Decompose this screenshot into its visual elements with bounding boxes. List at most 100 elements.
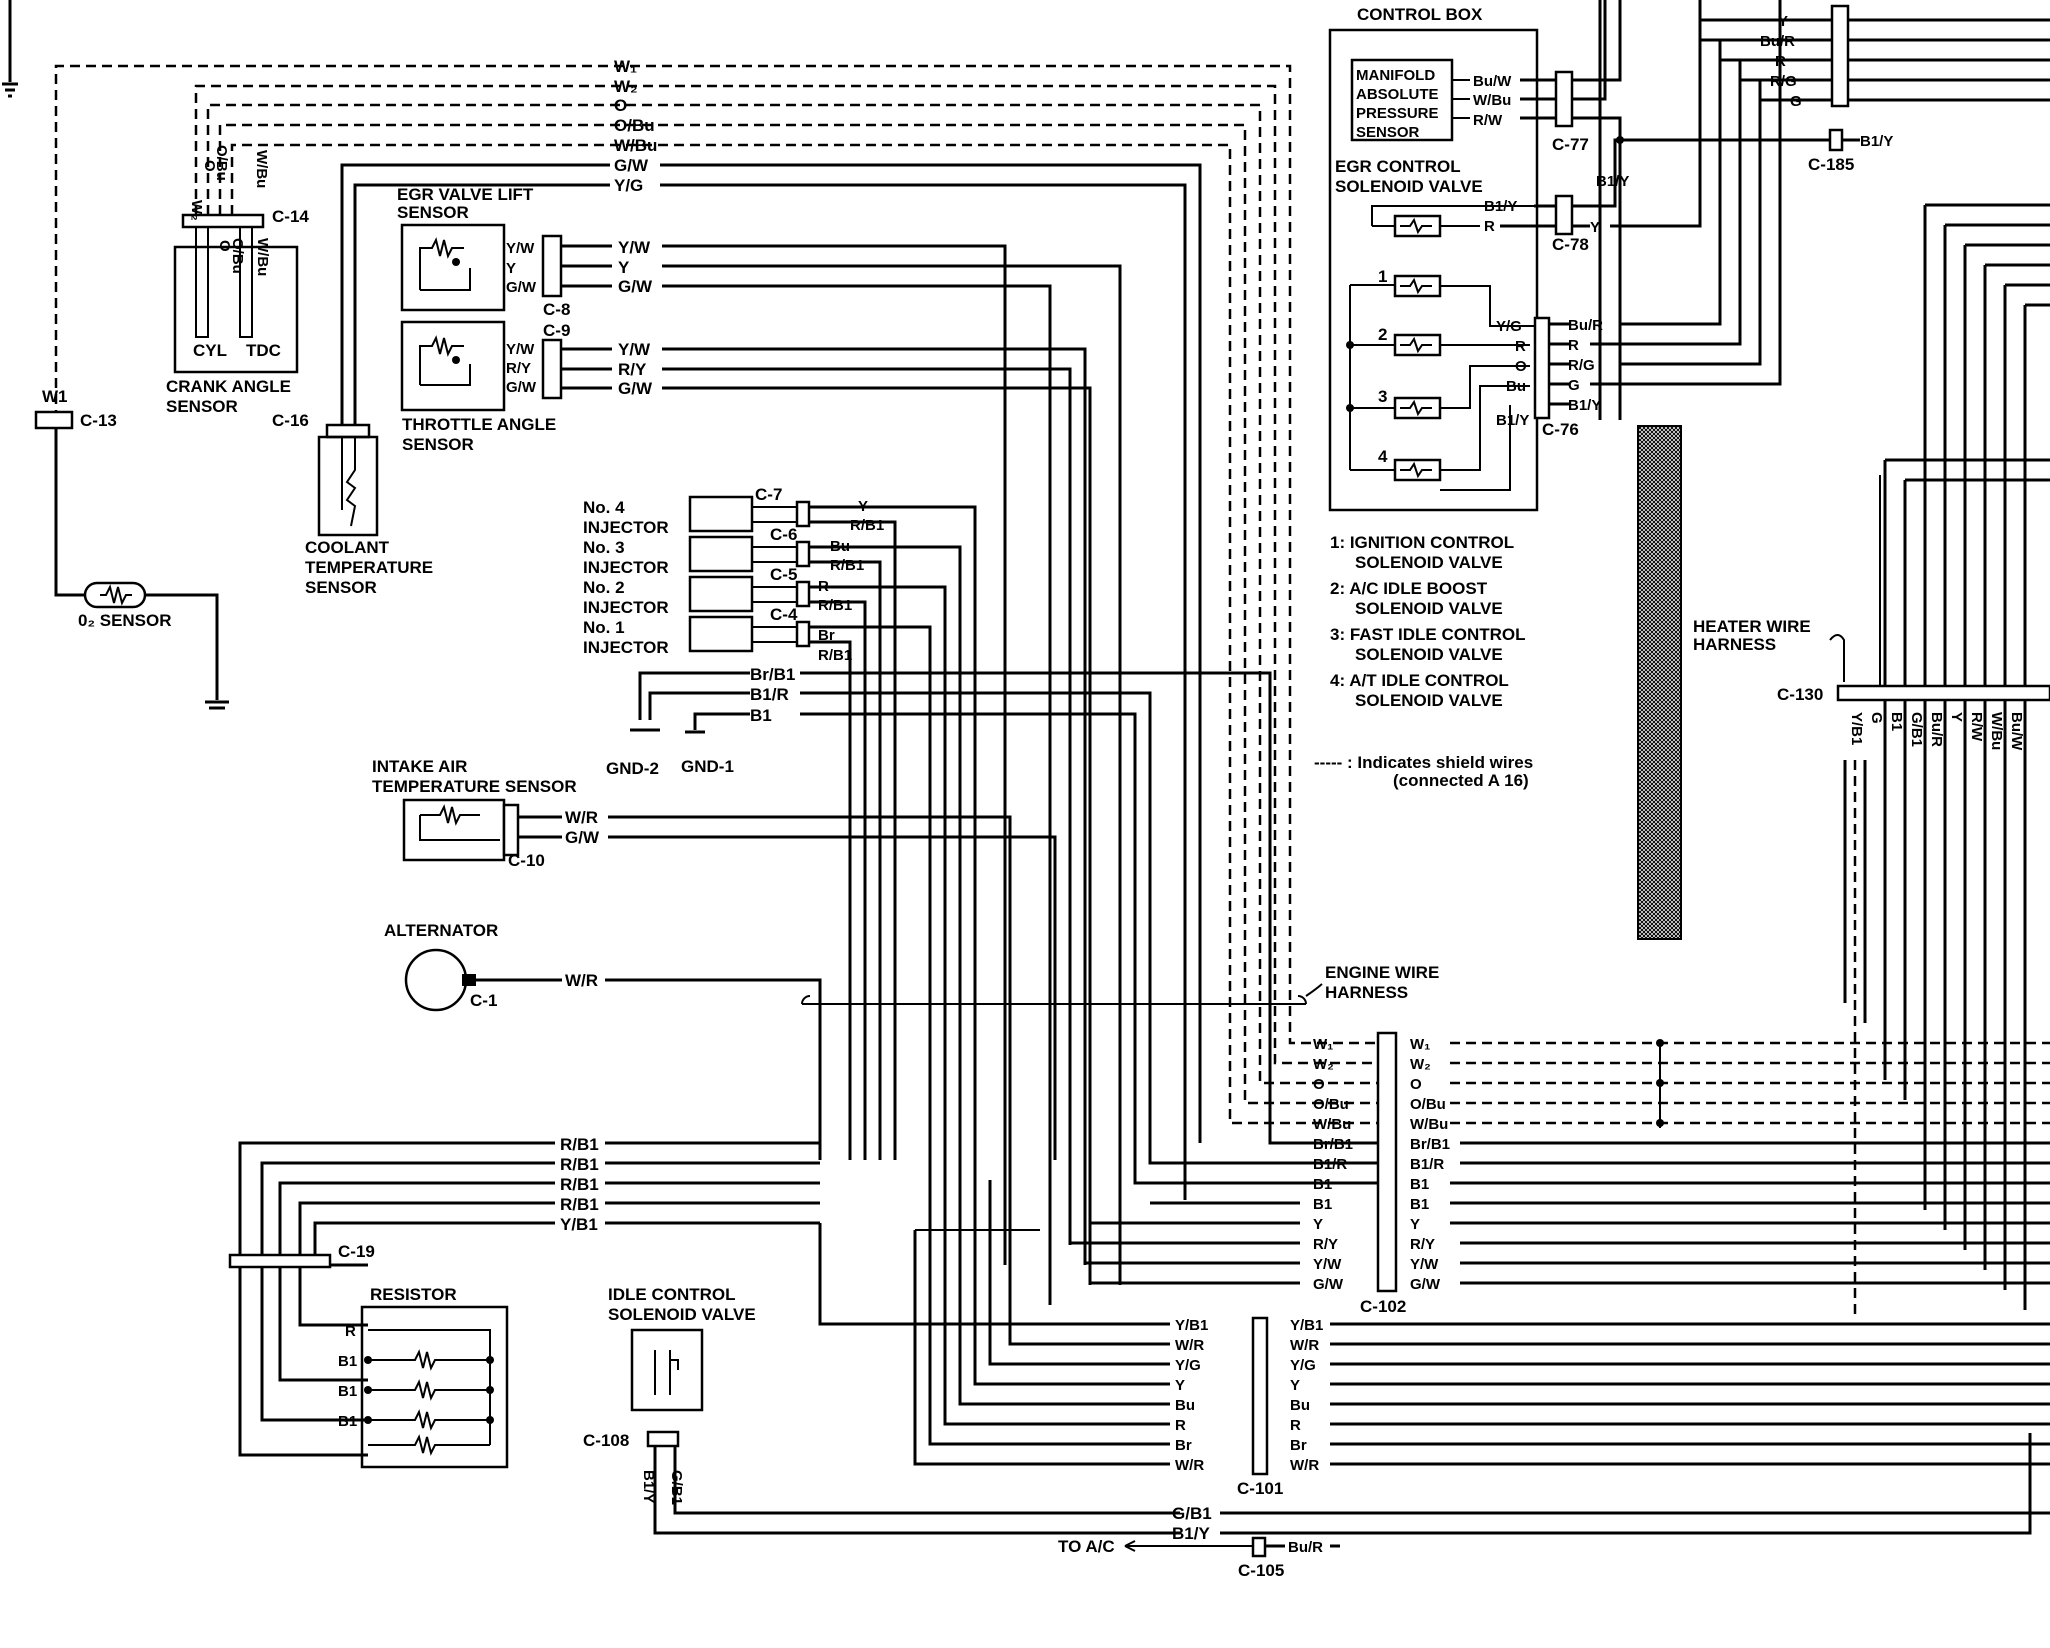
- crank-angle-sensor: W₂ O O/Bu W/Bu C-14 O O/Bu W/Bu CYL TDC …: [166, 145, 309, 416]
- svg-text:EGR VALVE LIFT: EGR VALVE LIFT: [397, 185, 534, 204]
- svg-text:G: G: [1568, 377, 1580, 394]
- svg-text:Y/B1: Y/B1: [1290, 1317, 1323, 1334]
- svg-text:R: R: [1290, 1417, 1301, 1434]
- svg-text:W/Bu: W/Bu: [254, 238, 271, 276]
- svg-text:Y: Y: [1948, 712, 1965, 722]
- connector-c4: [795, 620, 811, 648]
- svg-text:Y: Y: [1290, 1377, 1300, 1394]
- svg-text:Y: Y: [1778, 13, 1788, 30]
- wire-label-w2: W₂: [614, 77, 638, 96]
- svg-text:No. 3: No. 3: [583, 538, 625, 557]
- svg-text:C-10: C-10: [508, 851, 545, 870]
- svg-text:O: O: [1515, 358, 1527, 375]
- svg-text:B1/Y: B1/Y: [1596, 173, 1629, 190]
- svg-text:INJECTOR: INJECTOR: [583, 518, 669, 537]
- svg-text:Y: Y: [1175, 1377, 1185, 1394]
- svg-text:R/Y: R/Y: [618, 360, 647, 379]
- svg-text:C-185: C-185: [1808, 155, 1854, 174]
- svg-text:R/W: R/W: [1968, 712, 1985, 742]
- svg-text:B1/Y: B1/Y: [1568, 397, 1601, 414]
- intake-air-temp-sensor: INTAKE AIR TEMPERATURE SENSOR C-10 W/R G…: [372, 757, 1057, 1325]
- svg-text:Bu/R: Bu/R: [1288, 1539, 1323, 1556]
- svg-text:TEMPERATURE SENSOR: TEMPERATURE SENSOR: [372, 777, 577, 796]
- svg-text:G/W: G/W: [618, 379, 653, 398]
- svg-text:B1: B1: [1313, 1176, 1332, 1193]
- svg-text:R/B1: R/B1: [560, 1175, 599, 1194]
- svg-text:O/Bu: O/Bu: [213, 145, 230, 181]
- connector-c102: [1376, 1031, 1398, 1293]
- svg-text:ABSOLUTE: ABSOLUTE: [1356, 86, 1439, 103]
- svg-text:Bu: Bu: [1290, 1397, 1310, 1414]
- svg-text:W/R: W/R: [1290, 1337, 1319, 1354]
- connector-c101-group: C-101 Y/B1 W/R Y/G Y Bu R Br W/R Y/B1 W/…: [818, 1145, 2050, 1498]
- svg-text:R/B1: R/B1: [560, 1155, 599, 1174]
- svg-text:R: R: [345, 1323, 356, 1340]
- connector-c102-group: C-102 W₁ W₂ O O/Bu W/Bu Br/B1 B1/R B1 B1…: [1070, 1031, 2050, 1316]
- svg-text:TO A/C: TO A/C: [1058, 1537, 1115, 1556]
- svg-text:W1: W1: [42, 387, 68, 406]
- svg-text:INJECTOR: INJECTOR: [583, 558, 669, 577]
- svg-text:W₂: W₂: [1410, 1056, 1431, 1073]
- svg-text:W/R: W/R: [565, 971, 598, 990]
- svg-text:R/B1: R/B1: [560, 1135, 599, 1154]
- svg-text:Br: Br: [1290, 1437, 1307, 1454]
- svg-text:SOLENOID VALVE: SOLENOID VALVE: [1355, 599, 1503, 618]
- svg-text:Y/W: Y/W: [1410, 1256, 1439, 1273]
- svg-text:MANIFOLD: MANIFOLD: [1356, 67, 1435, 84]
- svg-text:G/B1: G/B1: [1172, 1504, 1212, 1523]
- svg-text:B1/Y: B1/Y: [640, 1470, 657, 1503]
- connector-c9: [541, 338, 563, 400]
- engine-wire-harness: ENGINE WIRE HARNESS: [801, 963, 1439, 1005]
- svg-text:O: O: [201, 160, 218, 172]
- svg-text:G/W: G/W: [565, 828, 600, 847]
- svg-text:SENSOR: SENSOR: [166, 397, 238, 416]
- svg-text:C-108: C-108: [583, 1431, 629, 1450]
- svg-text:W₁: W₁: [1410, 1036, 1430, 1053]
- connector-c78: [1554, 194, 1574, 236]
- svg-text:G: G: [1868, 712, 1885, 724]
- svg-text:3: 3: [1378, 387, 1387, 406]
- svg-text:Y: Y: [1313, 1216, 1323, 1233]
- svg-text:Bu/W: Bu/W: [2008, 712, 2025, 751]
- connector-c7: [795, 500, 811, 528]
- svg-text:B1/R: B1/R: [750, 685, 789, 704]
- svg-text:C-13: C-13: [80, 411, 117, 430]
- svg-text:O/Bu: O/Bu: [229, 238, 246, 274]
- svg-text:W/R: W/R: [1290, 1457, 1319, 1474]
- svg-text:Y/W: Y/W: [618, 238, 651, 257]
- svg-text:Bu: Bu: [1175, 1397, 1195, 1414]
- wire-label-obu: O/Bu: [614, 116, 655, 135]
- svg-text:HEATER WIRE: HEATER WIRE: [1693, 617, 1811, 636]
- svg-text:No. 4: No. 4: [583, 498, 625, 517]
- tdc-label: TDC: [246, 341, 281, 360]
- page-title: CONTROL BOX: [1357, 5, 1483, 24]
- svg-text:HARNESS: HARNESS: [1325, 983, 1408, 1002]
- wire-label-gw: G/W: [614, 156, 649, 175]
- svg-text:R/W: R/W: [1473, 112, 1503, 129]
- svg-text:SOLENOID VALVE: SOLENOID VALVE: [1355, 645, 1503, 664]
- svg-text:CRANK ANGLE: CRANK ANGLE: [166, 377, 291, 396]
- ground-wires: Br/B1 B1/R B1 GND-2 GND-1: [606, 665, 1390, 1185]
- svg-text:R/G: R/G: [1568, 357, 1595, 374]
- svg-text:No. 2: No. 2: [583, 578, 625, 597]
- svg-text:R/G: R/G: [1770, 73, 1797, 90]
- svg-text:SOLENOID VALVE: SOLENOID VALVE: [1335, 177, 1483, 196]
- svg-text:B1/R: B1/R: [1313, 1156, 1347, 1173]
- svg-text:Y/B1: Y/B1: [1175, 1317, 1208, 1334]
- connector-c19: [228, 1253, 332, 1269]
- svg-text:O/Bu: O/Bu: [1313, 1096, 1349, 1113]
- svg-text:R: R: [1515, 338, 1526, 355]
- svg-text:G/W: G/W: [506, 379, 537, 396]
- svg-text:W/Bu: W/Bu: [1313, 1116, 1351, 1133]
- svg-text:2: A/C IDLE BOOST: 2: A/C IDLE BOOST: [1330, 579, 1488, 598]
- svg-text:O: O: [1410, 1076, 1422, 1093]
- svg-text:W₂: W₂: [188, 200, 205, 221]
- svg-text:Y/B1: Y/B1: [560, 1215, 598, 1234]
- svg-text:Bu/R: Bu/R: [1760, 33, 1795, 50]
- svg-text:R/B1: R/B1: [818, 597, 852, 614]
- svg-text:W/Bu: W/Bu: [253, 150, 270, 188]
- svg-text:R/Y: R/Y: [1410, 1236, 1435, 1253]
- svg-text:G/W: G/W: [506, 279, 537, 296]
- svg-text:SOLENOID VALVE: SOLENOID VALVE: [1355, 553, 1503, 572]
